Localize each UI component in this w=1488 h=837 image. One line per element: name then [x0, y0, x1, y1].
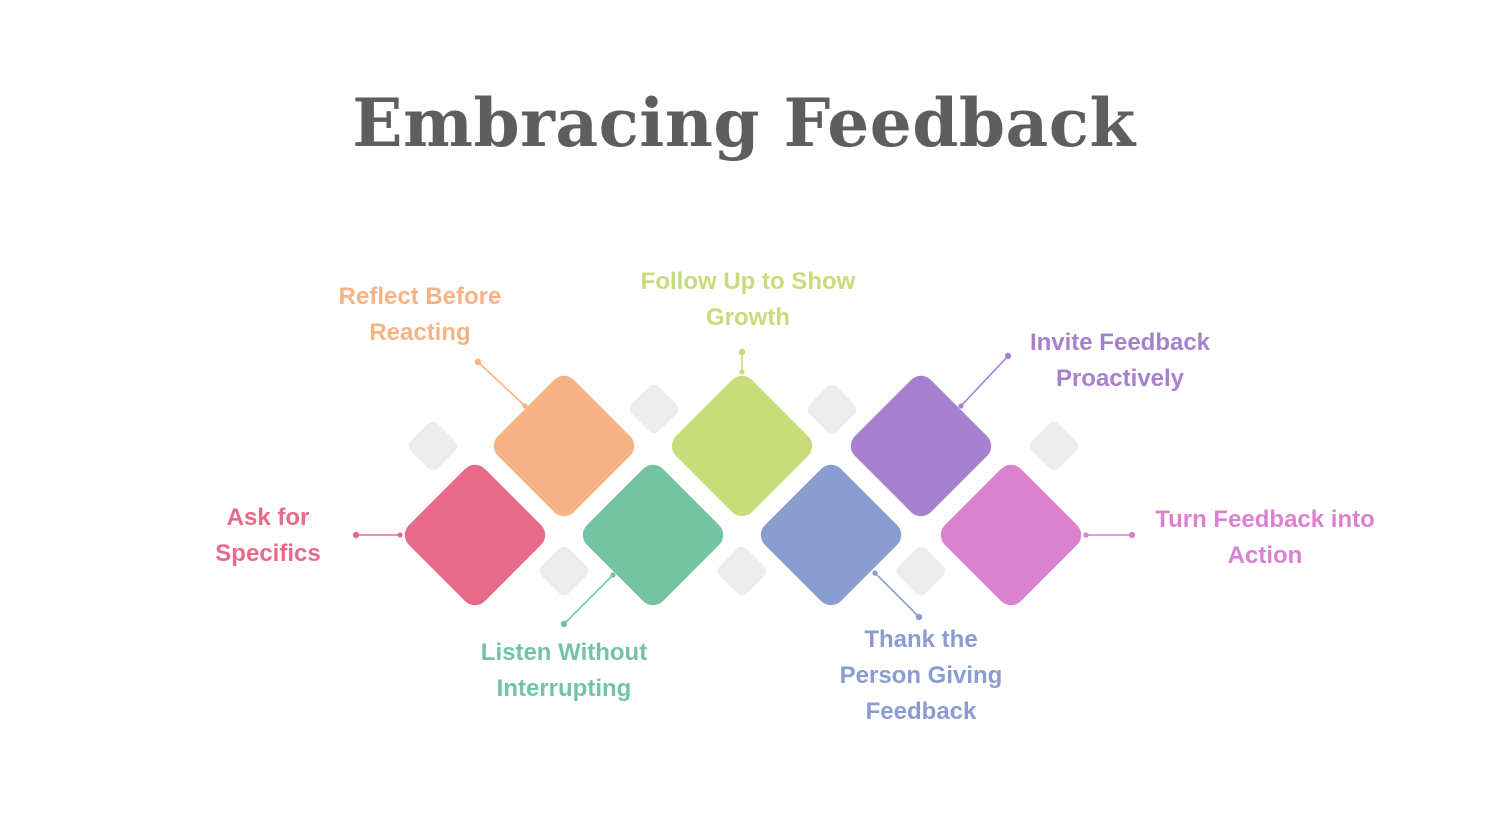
connector-dot: [1083, 532, 1089, 538]
connector-dot: [958, 403, 964, 409]
step-label-line: Follow Up to Show: [640, 268, 856, 295]
connector-dot: [915, 613, 923, 621]
step-label-line: Proactively: [1055, 365, 1185, 392]
step-label-line: Reacting: [369, 319, 471, 346]
step-label-invite: Invite Feedback Proactively: [1002, 325, 1238, 397]
connector-line: [563, 574, 614, 625]
connector-line: [874, 572, 920, 618]
placeholder-diamond: [896, 546, 946, 596]
connector-line: [960, 355, 1009, 407]
step-label-line: Reflect Before: [338, 283, 502, 310]
placeholder-diamond: [539, 546, 589, 596]
step-label-thank: Thank the Person Giving Feedback: [806, 622, 1036, 730]
diamond-invite: [850, 375, 992, 517]
step-label-reflect: Reflect Before Reacting: [305, 279, 535, 351]
diamond-turn: [940, 464, 1082, 606]
step-label-line: Listen Without: [480, 639, 648, 666]
connector-dot: [560, 620, 568, 628]
step-label-line: Turn Feedback into: [1155, 506, 1375, 533]
step-label-line: Growth: [706, 304, 790, 331]
placeholder-diamond: [717, 546, 767, 596]
diamond-thank: [760, 464, 902, 606]
connector-dot: [397, 532, 403, 538]
connector-dot: [872, 570, 878, 576]
connector-dot: [474, 358, 482, 366]
connector-dot: [739, 369, 745, 375]
connector-dot: [610, 572, 616, 578]
step-label-line: Action: [1227, 542, 1303, 569]
step-label-turn: Turn Feedback into Action: [1130, 502, 1400, 574]
step-label-listen: Listen Without Interrupting: [444, 635, 684, 707]
placeholder-diamond: [1029, 421, 1079, 471]
connector-dot: [352, 531, 360, 539]
step-label-line: Thank the: [864, 626, 978, 653]
step-label-line: Person Giving: [839, 662, 1003, 689]
step-label-line: Interrupting: [496, 675, 632, 702]
diagram-title: Embracing Feedback: [352, 84, 1136, 162]
connector-dot: [738, 348, 746, 356]
diamond-listen: [582, 464, 724, 606]
diamond-reflect: [493, 375, 635, 517]
step-label-follow-up: Follow Up to Show Growth: [613, 264, 883, 336]
placeholder-diamond: [629, 384, 679, 434]
connector-line: [477, 361, 526, 407]
step-label-line: Invite Feedback: [1029, 329, 1211, 356]
placeholder-diamond: [807, 384, 857, 434]
connector-dot: [522, 403, 528, 409]
step-label-line: Feedback: [865, 698, 977, 725]
diamond-ask: [404, 464, 546, 606]
step-label-line: Specifics: [215, 540, 321, 567]
connector-dot: [1128, 531, 1136, 539]
diamond-follow-up: [671, 375, 813, 517]
step-label-ask: Ask for Specifics: [168, 500, 368, 572]
connector-dot: [1004, 352, 1012, 360]
placeholder-diamond: [408, 421, 458, 471]
step-label-line: Ask for: [226, 504, 310, 531]
